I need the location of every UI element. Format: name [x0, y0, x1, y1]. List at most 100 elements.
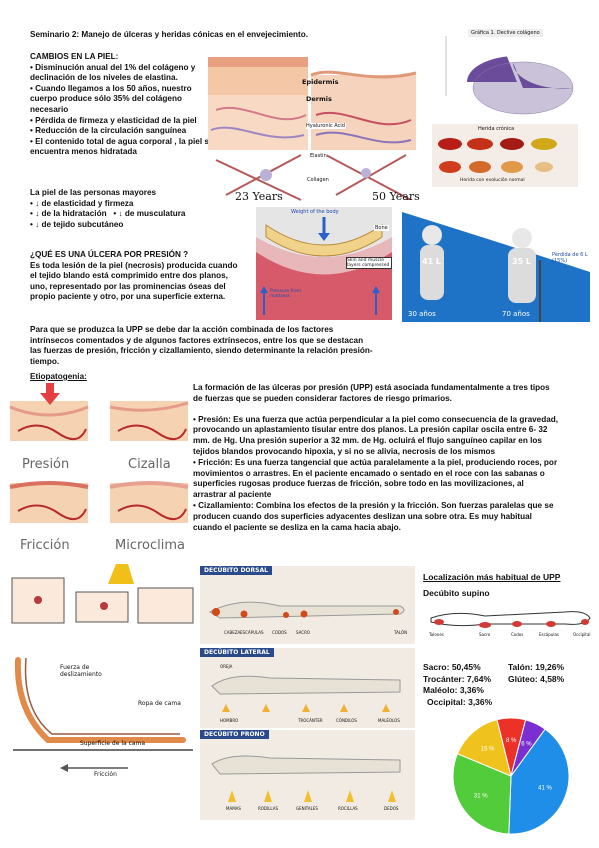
supine-label: Talones — [429, 632, 444, 637]
etiology-figure: Presión Cizalla Fricción Microclima — [8, 383, 190, 556]
skin-changes-section: CAMBIOS EN LA PIEL: • Disminución anual … — [30, 52, 215, 158]
label-compressed: Skin and muscle layers compressed — [346, 257, 392, 269]
prono-label: MAMAS — [226, 806, 241, 811]
ulcer-heading: ¿QUÉ ES UNA ÚLCERA POR PRESIÓN ? — [30, 250, 189, 259]
label-pressure-mattress: Pressure from mattress — [270, 289, 302, 299]
skin-change-item: • Reducción de la circulación sanguínea — [30, 126, 187, 136]
label-hyaluronic: Hyaluronic Acid — [306, 123, 346, 129]
supine-figure: Talones Sacro Codos Escápulas Occipital — [425, 600, 595, 640]
location-stats-left: Sacro: 50,45% Trocánter: 7,64% Maléolo: … — [423, 662, 513, 708]
skin-layers-illustration — [208, 57, 417, 201]
ulcer-development: Para que se produzca la UPP se debe dar … — [30, 325, 373, 366]
pie-slice-label: 31 % — [474, 793, 488, 799]
pressure-cross-section: Weight of the body Bone Skin and muscle … — [256, 207, 392, 320]
skin-change-item: • El contenido total de agua corporal , … — [30, 136, 214, 157]
etiology-heading: Etiopatogenia: — [30, 372, 87, 381]
dorsal-label: TALÓN — [394, 630, 408, 635]
pie-slice-label: 8 % — [506, 738, 517, 744]
label-collagen: Collagen — [307, 177, 329, 183]
elderly-skin-item: • ↓ de musculatura — [113, 209, 186, 219]
position-lateral-title: DECÚBITO LATERAL — [200, 648, 274, 657]
supine-label: Escápulas — [539, 632, 559, 637]
dorsal-label: CODOS — [272, 630, 287, 635]
skin-changes-heading: CAMBIOS EN LA PIEL: — [30, 52, 119, 61]
age-50: 50 Years — [372, 190, 420, 203]
etiology-point: • Fricción: Es una fuerza tangencial que… — [193, 457, 558, 500]
pressure-illustration — [8, 560, 198, 640]
wound-normal-label: Herida con evolución normal — [460, 178, 525, 183]
label-bone: Bone — [374, 225, 389, 231]
label-friction: Fricción — [94, 771, 117, 778]
elderly-skin-heading: La piel de las personas mayores — [30, 188, 157, 197]
lateral-label: TROCÁNTER — [298, 718, 323, 723]
shear-diagram: Fuerza de deslizamiento Ropa de cama Sup… — [8, 640, 198, 780]
pie-slice — [508, 728, 570, 835]
location-heading: Localización más habitual de UPP — [423, 572, 561, 582]
skin-change-item: • Cuando llegamos a los 50 años, nuestro… — [30, 83, 192, 114]
position-lateral: DECÚBITO LATERAL OREJA HOMBRO TROCÁNTER … — [200, 648, 415, 728]
dorsal-label: ESCÁPULAS — [240, 630, 264, 635]
prono-label: GENITALES — [296, 806, 318, 811]
label-epidermis: Epidermis — [302, 78, 339, 86]
etiology-intro: La formación de las úlceras por presión … — [193, 383, 550, 403]
label-elastin: Elastin — [310, 153, 327, 159]
skin-layers-figure: Epidermis Dermis Hyaluronic Acid Elastin… — [206, 55, 423, 205]
elderly-skin-item: • ↓ de tejido subcutáneo — [30, 219, 124, 229]
pie-slice — [452, 753, 512, 835]
lateral-label: HOMBRO — [220, 718, 239, 723]
etiology-text: La formación de las úlceras por presión … — [193, 383, 559, 533]
body-water-figure: 41 L 30 años 35 L 70 años Pérdida de 6 L… — [402, 200, 590, 322]
label-dermis: Dermis — [306, 95, 332, 103]
water-left-age: 30 años — [408, 310, 436, 318]
pie-slice — [510, 719, 546, 777]
water-loss-caption: Pérdida de 6 L (15%) — [552, 252, 588, 264]
location-pie-chart: 41 % 31 % 15 % 8 % 6 % — [428, 710, 594, 840]
elderly-skin-section: La piel de las personas mayores • ↓ de e… — [30, 188, 240, 230]
label-microclima: Microclima — [115, 538, 185, 553]
position-prono: DECÚBITO PRONO MAMAS RODILLAS GENITALES … — [200, 730, 415, 820]
skin-change-item: • Disminución anual del 1% del colágeno … — [30, 62, 196, 83]
etiology-point: • Presión: Es una fuerza que actúa perpe… — [193, 414, 559, 456]
position-prono-title: DECÚBITO PRONO — [200, 730, 269, 739]
pie-slice-label: 15 % — [481, 747, 495, 753]
pie-slice — [456, 719, 512, 777]
wound-chronic-label: Herida crónica — [478, 126, 515, 132]
lateral-label: CÓNDILOS — [336, 718, 357, 723]
stat-sacro: Sacro: 50,45% — [423, 662, 481, 672]
prono-label: ROCILLAS — [338, 806, 358, 811]
collagen-chart-title: Gráfica 1. Declive colágeno — [468, 29, 543, 37]
label-bedsheet: Ropa de cama — [138, 700, 181, 707]
prono-label: RODILLAS — [258, 806, 279, 811]
location-subheading: Decúbito supino — [423, 588, 490, 598]
stat-maleolo: Maléolo: 3,36% — [423, 685, 484, 695]
ulcer-section: ¿QUÉ ES UNA ÚLCERA POR PRESIÓN ? Es toda… — [30, 250, 245, 303]
water-right-value: 35 L — [512, 257, 532, 266]
pie-svg: 41 % 31 % 15 % 8 % 6 % — [452, 717, 570, 835]
stat-trocanter: Trocánter: 7,64% — [423, 673, 492, 684]
supine-label: Codos — [511, 632, 524, 637]
page-title: Seminario 2: Manejo de úlceras y heridas… — [30, 30, 309, 39]
stat-occipital: Occipital: 3,36% — [427, 696, 493, 707]
location-stats-right: Talón: 19,26% Glúteo: 4,58% — [508, 662, 596, 685]
dorsal-label: CABEZA — [224, 630, 241, 635]
position-dorsal-title: DECÚBITO DORSAL — [200, 566, 272, 575]
collagen-decline-chart: Gráfica 1. Declive colágeno — [428, 26, 576, 121]
pie-slice-label: 6 % — [521, 741, 532, 747]
elderly-skin-item: • ↓ de elasticidad y firmeza — [30, 198, 134, 208]
supine-label: Occipital — [573, 632, 591, 637]
label-presion: Presión — [22, 457, 70, 472]
label-cizalla: Cizalla — [128, 457, 171, 472]
supine-label: Sacro — [479, 632, 491, 637]
water-left-value: 41 L — [422, 257, 442, 266]
label-sliding-force: Fuerza de deslizamiento — [60, 664, 102, 678]
pie-slice-label: 41 % — [538, 786, 552, 792]
label-weight: Weight of the body — [291, 209, 339, 215]
stat-talon: Talón: 19,26% — [508, 662, 565, 672]
label-friccion: Fricción — [20, 538, 70, 553]
dorsal-label: SACRO — [296, 630, 310, 635]
lateral-label: MALÉOLOS — [378, 718, 400, 723]
prono-label: DEDOS — [384, 806, 399, 811]
water-right-age: 70 años — [502, 310, 530, 318]
age-23: 23 Years — [235, 190, 283, 203]
position-dorsal: DECÚBITO DORSAL CABEZA ESCÁPULAS CODOS S… — [200, 566, 415, 644]
